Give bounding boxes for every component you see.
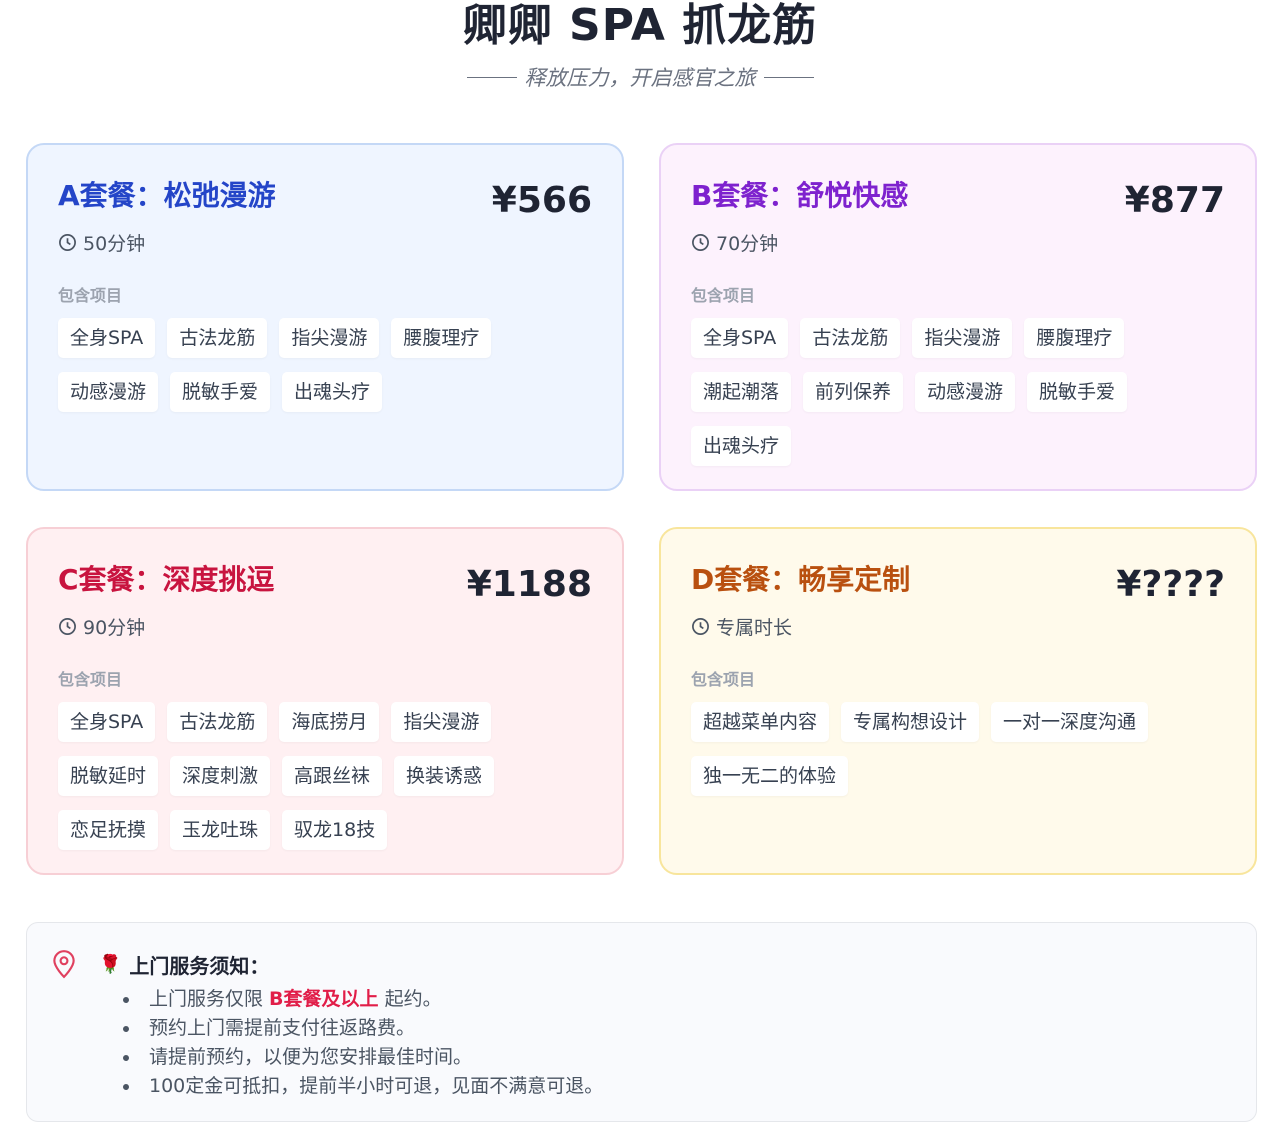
package-card-a[interactable]: A套餐：松弛漫游 ¥566 50分钟 包含项目 全身SPA 古法龙筋指尖漫游腰腹理… xyxy=(26,143,624,491)
package-duration: 70分钟 xyxy=(691,229,1225,256)
package-item-tag: 高跟丝袜 xyxy=(282,756,383,796)
package-items: 全身SPA 古法龙筋指尖漫游腰腹理疗潮起潮落前列保养动感漫游脱敏手爱出魂头疗 xyxy=(691,318,1225,466)
package-item-tag: 指尖漫游 xyxy=(391,702,492,742)
package-items: 全身SPA 古法龙筋海底捞月指尖漫游脱敏延时深度刺激高跟丝袜换装诱惑恋足抚摸玉龙吐… xyxy=(58,702,592,850)
package-title: C套餐：深度挑逗 xyxy=(58,563,275,596)
package-item-tag: 前列保养 xyxy=(803,372,904,412)
package-items: 超越菜单内容专属构想设计一对一深度沟通独一无二的体验 xyxy=(691,702,1225,796)
clock-icon xyxy=(692,618,709,635)
clock-icon xyxy=(692,234,709,251)
package-item-tag: 动感漫游 xyxy=(915,372,1016,412)
notice-item: 100定金可抵扣，提前半小时可退，见面不满意可退。 xyxy=(121,1072,1232,1101)
card-header: A套餐：松弛漫游 ¥566 xyxy=(58,177,592,223)
included-label: 包含项目 xyxy=(58,286,123,305)
notice-title: 上门服务须知： xyxy=(129,953,270,978)
notice-item: 上门服务仅限 B套餐及以上 起约。 xyxy=(121,985,1232,1014)
package-item-tag: 脱敏手爱 xyxy=(170,372,271,412)
package-card-b[interactable]: B套餐：舒悦快感 ¥877 70分钟 包含项目 全身SPA 古法龙筋指尖漫游腰腹理… xyxy=(659,143,1257,491)
package-item-tag: 古法龙筋 xyxy=(167,702,268,742)
page-title: 卿卿 SPA 抓龙筋 xyxy=(462,0,818,51)
package-price: ¥877 xyxy=(1124,180,1225,221)
notice-item: 请提前预约，以便为您安排最佳时间。 xyxy=(121,1043,1232,1072)
divider-left xyxy=(466,76,517,78)
package-title: A套餐：松弛漫游 xyxy=(58,179,276,212)
package-item-tag: 专属构想设计 xyxy=(841,702,980,742)
package-item-tag: 换装诱惑 xyxy=(394,756,495,796)
card-header: D套餐：畅享定制 ¥???? xyxy=(691,561,1225,607)
package-items: 全身SPA 古法龙筋指尖漫游腰腹理疗动感漫游脱敏手爱出魂头疗 xyxy=(58,318,592,412)
package-item-tag: 脱敏手爱 xyxy=(1027,372,1128,412)
card-header: C套餐：深度挑逗 ¥1188 xyxy=(58,561,592,607)
divider-right xyxy=(763,76,814,78)
duration-text: 90分钟 xyxy=(83,617,146,639)
package-duration: 50分钟 xyxy=(58,229,592,256)
package-item-tag: 动感漫游 xyxy=(58,372,159,412)
package-item-tag: 恋足抚摸 xyxy=(58,810,159,850)
package-item-tag: 脱敏延时 xyxy=(58,756,159,796)
package-item-tag: 腰腹理疗 xyxy=(1024,318,1125,358)
duration-text: 专属时长 xyxy=(716,617,793,639)
package-duration: 90分钟 xyxy=(58,613,592,640)
map-pin-icon xyxy=(53,950,75,979)
package-item-tag: 驭龙18技 xyxy=(282,810,388,850)
package-item-tag: 海底捞月 xyxy=(279,702,380,742)
subtitle-text: 释放压力，开启感官之旅 xyxy=(524,66,756,90)
package-item-tag: 古法龙筋 xyxy=(800,318,901,358)
package-item-tag: 全身SPA xyxy=(58,702,156,742)
package-item-tag: 超越菜单内容 xyxy=(691,702,830,742)
rose-icon: 🌹 xyxy=(99,953,122,975)
package-item-tag: 指尖漫游 xyxy=(279,318,380,358)
service-notice: 🌹 上门服务须知： 上门服务仅限 B套餐及以上 起约。 预约上门需提前支付往返路… xyxy=(26,922,1257,1122)
package-item-tag: 一对一深度沟通 xyxy=(991,702,1149,742)
included-label: 包含项目 xyxy=(691,286,756,305)
package-card-d[interactable]: D套餐：畅享定制 ¥???? 专属时长 包含项目 超越菜单内容专属构想设计一对一… xyxy=(659,527,1257,875)
package-price: ¥1188 xyxy=(466,564,592,605)
page-header: 卿卿 SPA 抓龙筋 释放压力，开启感官之旅 xyxy=(0,0,1280,130)
duration-text: 70分钟 xyxy=(716,233,779,255)
package-price: ¥???? xyxy=(1116,564,1225,605)
notice-item: 预约上门需提前支付往返路费。 xyxy=(121,1014,1232,1043)
notice-list: 上门服务仅限 B套餐及以上 起约。 预约上门需提前支付往返路费。 请提前预约，以… xyxy=(121,985,1232,1101)
notice-highlight: B套餐及以上 xyxy=(269,988,379,1010)
package-card-c[interactable]: C套餐：深度挑逗 ¥1188 90分钟 包含项目 全身SPA 古法龙筋海底捞月指尖… xyxy=(26,527,624,875)
included-label: 包含项目 xyxy=(58,670,123,689)
package-item-tag: 玉龙吐珠 xyxy=(170,810,271,850)
package-item-tag: 深度刺激 xyxy=(170,756,271,796)
package-item-tag: 指尖漫游 xyxy=(912,318,1013,358)
package-title: B套餐：舒悦快感 xyxy=(691,179,909,212)
package-item-tag: 出魂头疗 xyxy=(691,426,792,466)
page-subtitle: 释放压力，开启感官之旅 xyxy=(0,62,1280,92)
card-header: B套餐：舒悦快感 ¥877 xyxy=(691,177,1225,223)
package-item-tag: 古法龙筋 xyxy=(167,318,268,358)
duration-text: 50分钟 xyxy=(83,233,146,255)
notice-header: 🌹 上门服务须知： xyxy=(51,949,1232,979)
clock-icon xyxy=(59,618,76,635)
package-item-tag: 出魂头疗 xyxy=(282,372,383,412)
package-item-tag: 腰腹理疗 xyxy=(391,318,492,358)
clock-icon xyxy=(59,234,76,251)
package-duration: 专属时长 xyxy=(691,613,1225,640)
package-item-tag: 全身SPA xyxy=(58,318,156,358)
package-item-tag: 潮起潮落 xyxy=(691,372,792,412)
package-item-tag: 独一无二的体验 xyxy=(691,756,849,796)
included-label: 包含项目 xyxy=(691,670,756,689)
package-title: D套餐：畅享定制 xyxy=(691,563,911,596)
package-price: ¥566 xyxy=(491,180,592,221)
package-item-tag: 全身SPA xyxy=(691,318,789,358)
